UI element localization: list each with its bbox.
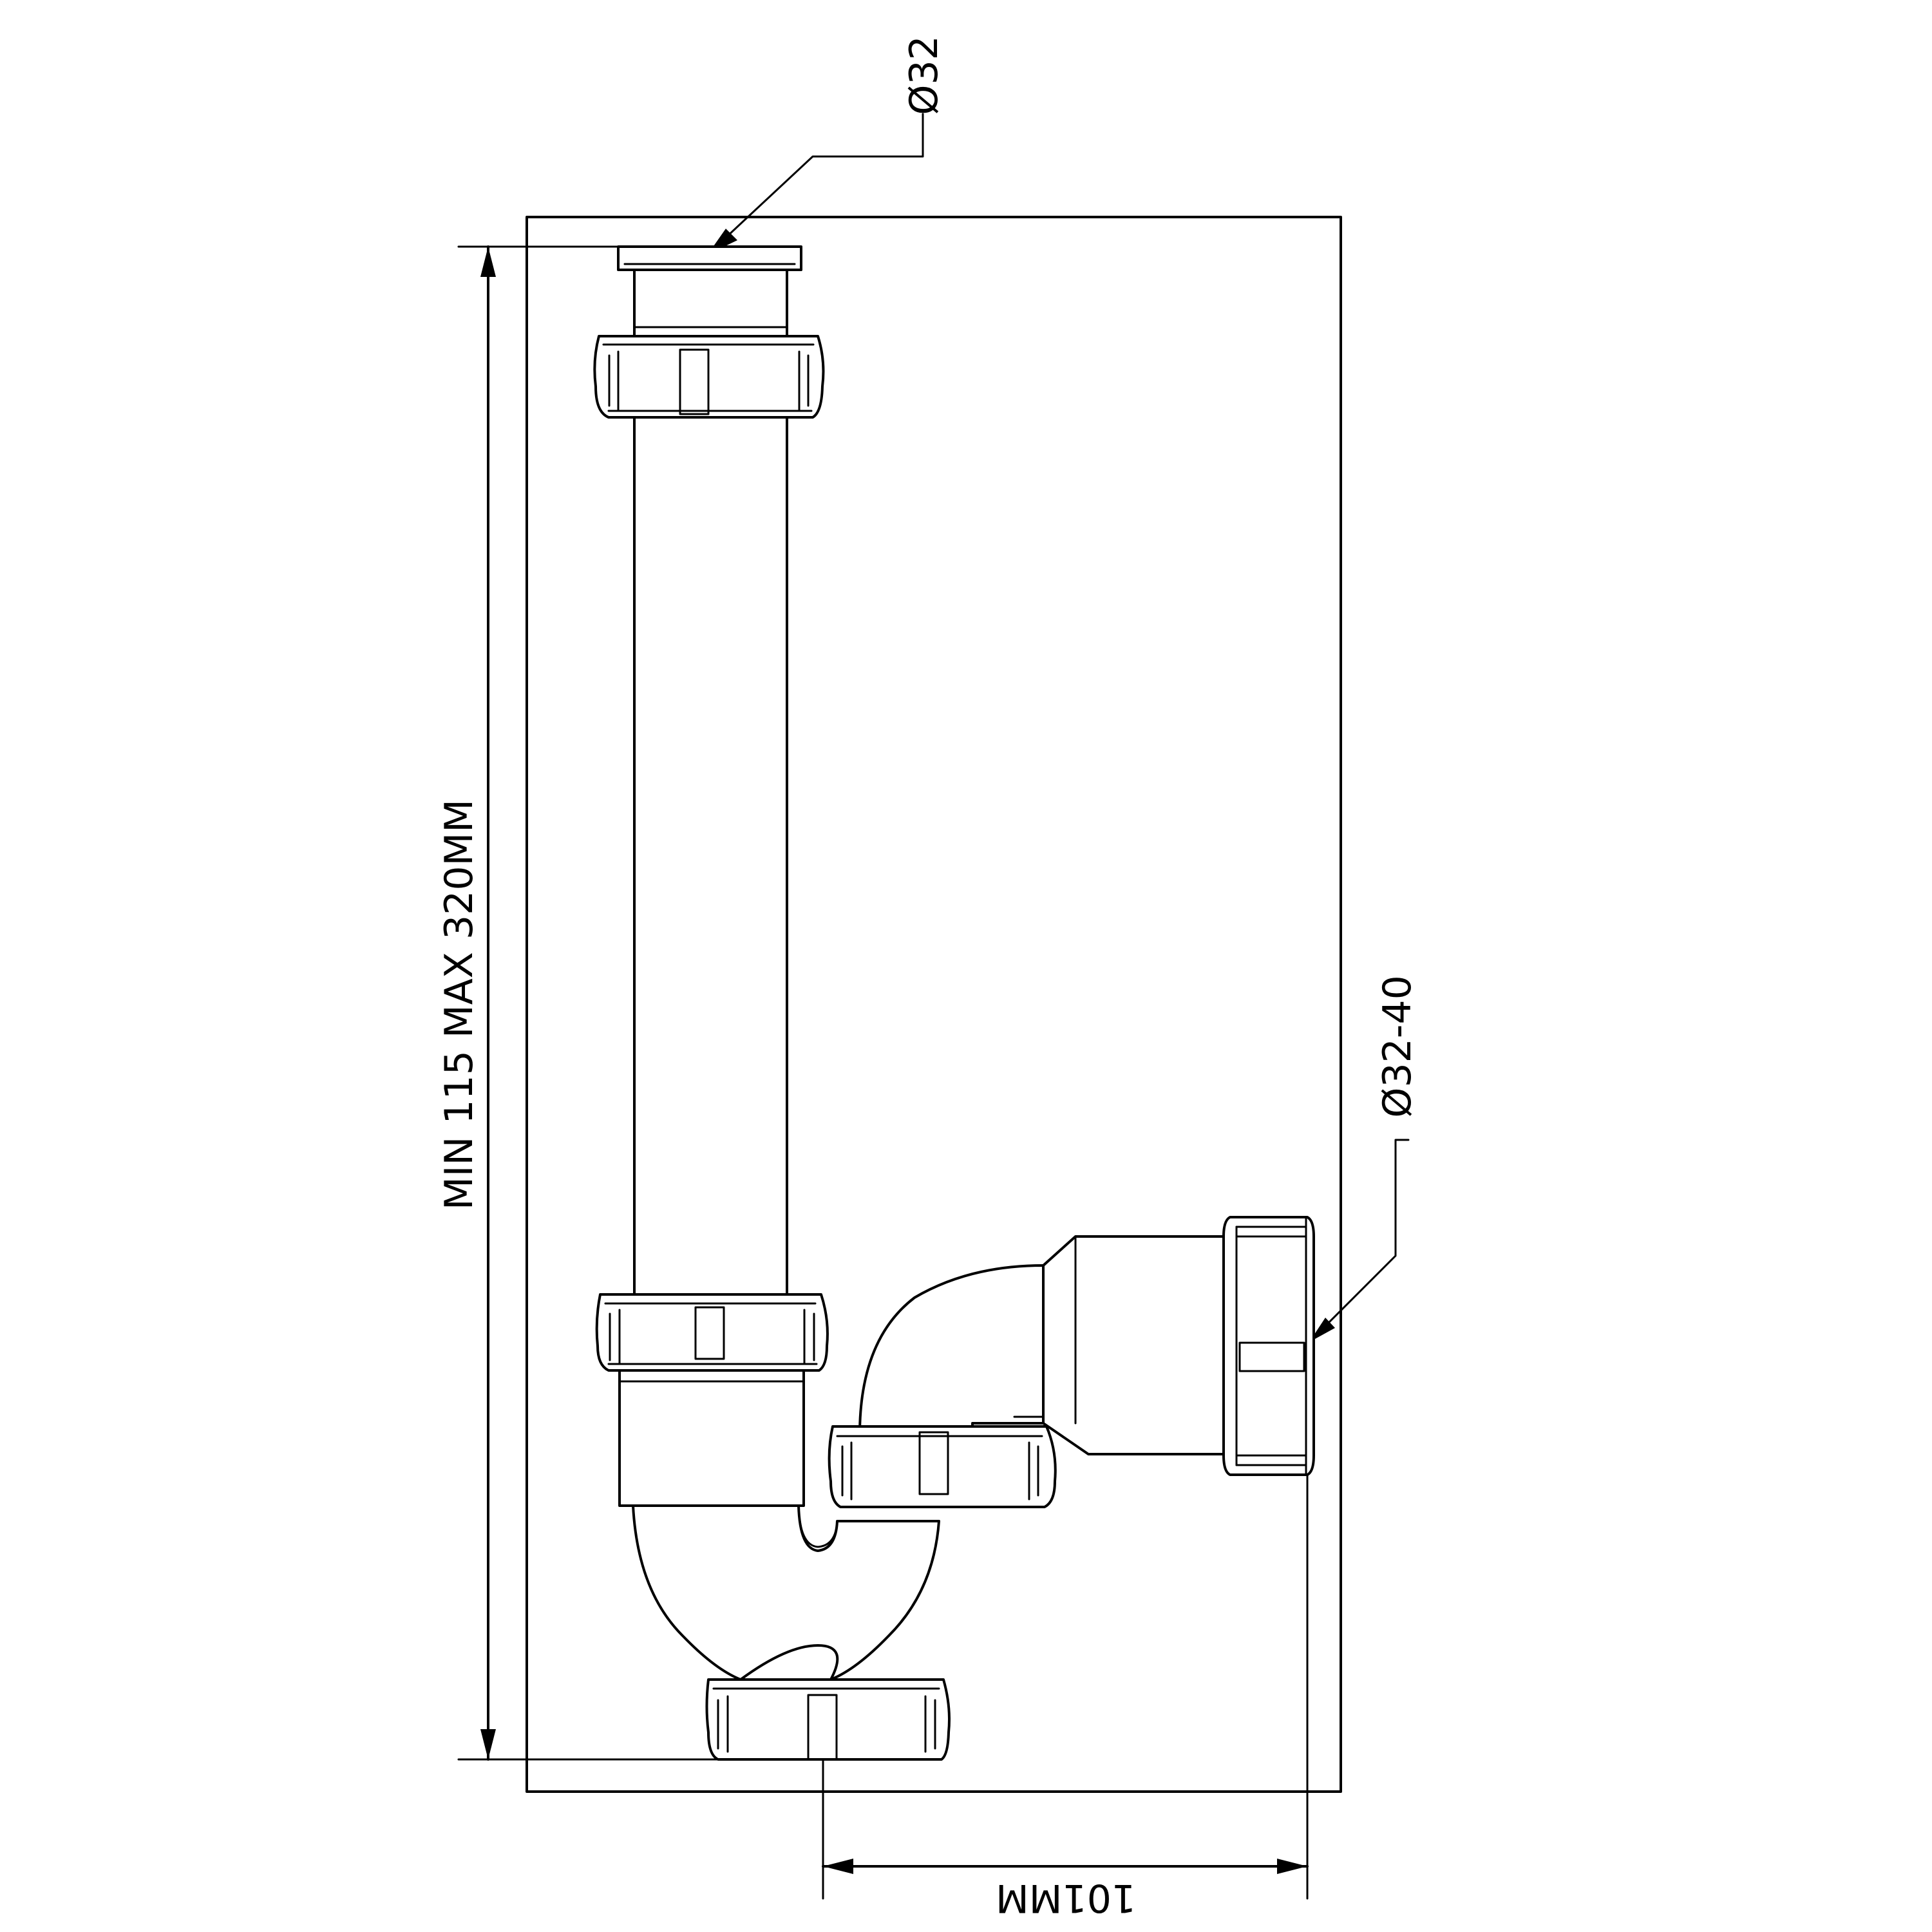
drawing-frame xyxy=(526,216,1342,1793)
horizontal-offset-label: 101MM xyxy=(996,1875,1136,1920)
bottle-trap xyxy=(593,245,1315,1761)
inlet-flange xyxy=(617,245,802,271)
elbow-bend xyxy=(858,1235,1238,1455)
arrowhead-right xyxy=(1277,1859,1307,1874)
bottom-slip-nut xyxy=(705,1678,951,1761)
outlet-diameter-label: Ø32-40 xyxy=(1375,975,1420,1118)
arrowhead-up xyxy=(480,247,496,277)
u-bend xyxy=(632,1504,940,1681)
middle-slip-nut xyxy=(595,1293,829,1372)
height-range-label: MIN 115 MAX 320MM xyxy=(437,799,482,1210)
horizontal-dimension: 101MM xyxy=(822,1226,1309,1920)
arrowhead-down xyxy=(480,1729,496,1759)
vertical-dimension: MIN 115 MAX 320MM xyxy=(437,245,723,1761)
lower-vertical-body xyxy=(618,1369,805,1507)
upper-slip-nut xyxy=(593,335,825,419)
outlet-slip-nut xyxy=(1222,1216,1315,1476)
arrowhead-left xyxy=(823,1859,853,1874)
elbow-slip-nut xyxy=(828,1425,1057,1508)
inlet-diameter-label: Ø32 xyxy=(902,35,947,115)
tailpiece-pipe xyxy=(633,269,788,1309)
inlet-diameter-callout: Ø32 xyxy=(706,35,947,256)
outlet-diameter-callout: Ø32-40 xyxy=(1308,975,1420,1343)
